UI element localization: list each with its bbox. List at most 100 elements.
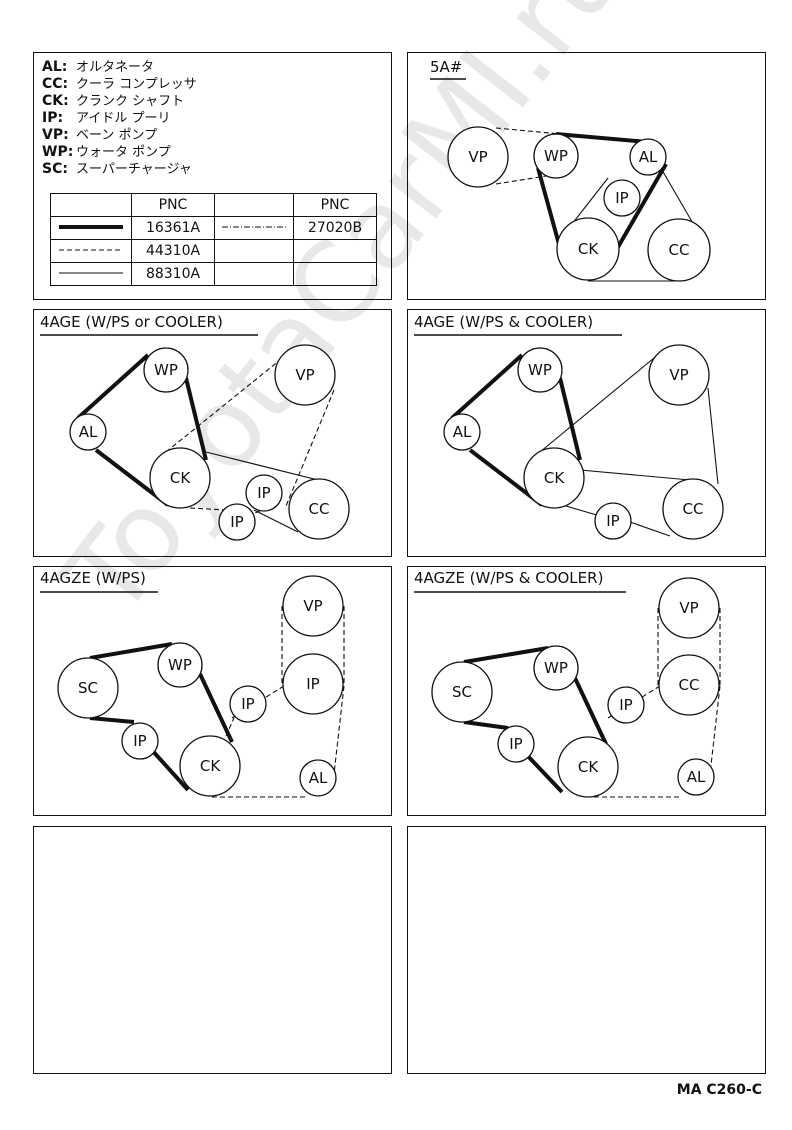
footer-code: MA C260-C: [676, 1082, 762, 1098]
pulley-cc: [288, 478, 350, 540]
pulley-ip: [245, 474, 283, 512]
pulley-cc: [662, 478, 724, 540]
svg-text:IP: IP: [257, 484, 270, 502]
svg-text:SC: SC: [452, 683, 472, 701]
pulley-ck: [179, 735, 241, 797]
svg-text:CC: CC: [679, 676, 700, 694]
diagram-4age-b: 4AGE (W/PS & COOLER) WP AL VP CK IP CC: [414, 313, 724, 540]
svg-text:IP: IP: [615, 189, 628, 207]
pulley-ip: [607, 686, 645, 724]
diagram-title: 4AGZE (W/PS): [40, 569, 146, 587]
diagram-5a: 5A# VP WP AL IP CK CC: [430, 58, 711, 282]
line-sample-dashed: [50, 239, 132, 263]
svg-text:WP: WP: [544, 659, 568, 677]
pulley-sc: [57, 657, 119, 719]
panel-4agze-a: [33, 566, 392, 816]
diagram-4age-a: 4AGE (W/PS or COOLER) WP AL VP CK IP IP …: [40, 313, 350, 541]
svg-text:WP: WP: [544, 147, 568, 165]
legend-item-sc: SC:スーパーチャージャ: [42, 161, 192, 177]
pulley-al: [443, 413, 481, 451]
svg-text:CC: CC: [683, 500, 704, 518]
svg-text:VP: VP: [468, 148, 487, 166]
pulley-wp: [157, 642, 203, 688]
diagram-4agze-a: 4AGZE (W/PS) SC WP IP IP CK VP IP AL: [40, 569, 345, 798]
pulley-ip: [497, 725, 535, 763]
pnc-row: 44310A: [50, 239, 377, 263]
svg-text:WP: WP: [154, 361, 178, 379]
legend-item-wp: WP:ウォータ ポンプ: [42, 144, 171, 160]
pulley-wp: [533, 645, 579, 691]
svg-text:IP: IP: [606, 512, 619, 530]
panel-5a: [407, 52, 766, 300]
pnc-header-left: PNC: [131, 193, 215, 217]
pulley-ip: [594, 502, 632, 540]
svg-text:IP: IP: [306, 675, 319, 693]
pulley-sc: [431, 661, 493, 723]
pnc-row: 88310A: [50, 262, 377, 286]
line-sample-thin: [50, 262, 132, 286]
svg-text:AL: AL: [687, 768, 706, 786]
svg-text:CK: CK: [170, 469, 191, 487]
pulley-ip: [229, 685, 267, 723]
panel-empty-left: [33, 826, 392, 1074]
pulley-cc: [658, 654, 720, 716]
pulley-al: [299, 759, 337, 797]
pulley-ip: [603, 179, 641, 217]
legend-item-al: AL:オルタネータ: [42, 59, 155, 75]
svg-text:IP: IP: [509, 735, 522, 753]
legend-list: AL:オルタネータ CC:クーラ コンプレッサ CK:クランク シャフト IP:…: [42, 59, 197, 178]
pulley-ck: [149, 447, 211, 509]
pulley-cc: [647, 218, 711, 282]
line-sample-thick: [50, 216, 132, 240]
legend-item-vp: VP:ベーン ポンプ: [42, 127, 158, 143]
pulley-wp: [143, 347, 189, 393]
pulley-vp: [282, 575, 344, 637]
pnc-header-row: PNC PNC: [50, 193, 377, 217]
pnc-table: PNC PNC 16361A 27020B 44310A 88310A: [50, 193, 377, 286]
diagram-4agze-b: 4AGZE (W/PS & COOLER) SC WP IP IP CK VP …: [414, 569, 721, 798]
pulley-al: [677, 758, 715, 796]
panel-4age-a: [33, 309, 392, 557]
pulley-ip: [282, 653, 344, 715]
diagram-title: 4AGZE (W/PS & COOLER): [414, 569, 603, 587]
svg-text:CK: CK: [544, 469, 565, 487]
panel-empty-right: [407, 826, 766, 1074]
svg-text:AL: AL: [453, 423, 472, 441]
svg-text:IP: IP: [619, 696, 632, 714]
svg-text:CK: CK: [578, 758, 599, 776]
pulley-vp: [648, 344, 710, 406]
pulley-al: [69, 413, 107, 451]
diagram-title: 4AGE (W/PS & COOLER): [414, 313, 593, 331]
svg-text:WP: WP: [528, 361, 552, 379]
svg-text:CC: CC: [309, 500, 330, 518]
legend-panel: AL:オルタネータ CC:クーラ コンプレッサ CK:クランク シャフト IP:…: [33, 52, 392, 300]
svg-text:VP: VP: [669, 366, 688, 384]
legend-item-cc: CC:クーラ コンプレッサ: [42, 76, 197, 92]
pulley-wp: [533, 133, 579, 179]
svg-text:IP: IP: [230, 513, 243, 531]
svg-text:VP: VP: [295, 366, 314, 384]
pulley-ip: [218, 503, 256, 541]
legend-item-ck: CK:クランク シャフト: [42, 93, 185, 109]
svg-text:CK: CK: [578, 240, 599, 258]
svg-text:VP: VP: [679, 599, 698, 617]
pulley-vp: [447, 126, 509, 188]
svg-text:IP: IP: [133, 732, 146, 750]
panel-4age-b: [407, 309, 766, 557]
diagram-title: 5A#: [430, 58, 462, 76]
pulley-vp: [658, 577, 720, 639]
pulley-ck: [556, 217, 620, 281]
pulley-al: [629, 138, 667, 176]
diagram-title: 4AGE (W/PS or COOLER): [40, 313, 223, 331]
svg-text:VP: VP: [303, 597, 322, 615]
svg-text:CK: CK: [200, 757, 221, 775]
svg-text:SC: SC: [78, 679, 98, 697]
pulley-vp: [274, 344, 336, 406]
panel-4agze-b: [407, 566, 766, 816]
pulley-ck: [523, 447, 585, 509]
svg-text:AL: AL: [639, 148, 658, 166]
pulley-ck: [557, 736, 619, 798]
svg-text:AL: AL: [309, 769, 328, 787]
svg-text:IP: IP: [241, 695, 254, 713]
